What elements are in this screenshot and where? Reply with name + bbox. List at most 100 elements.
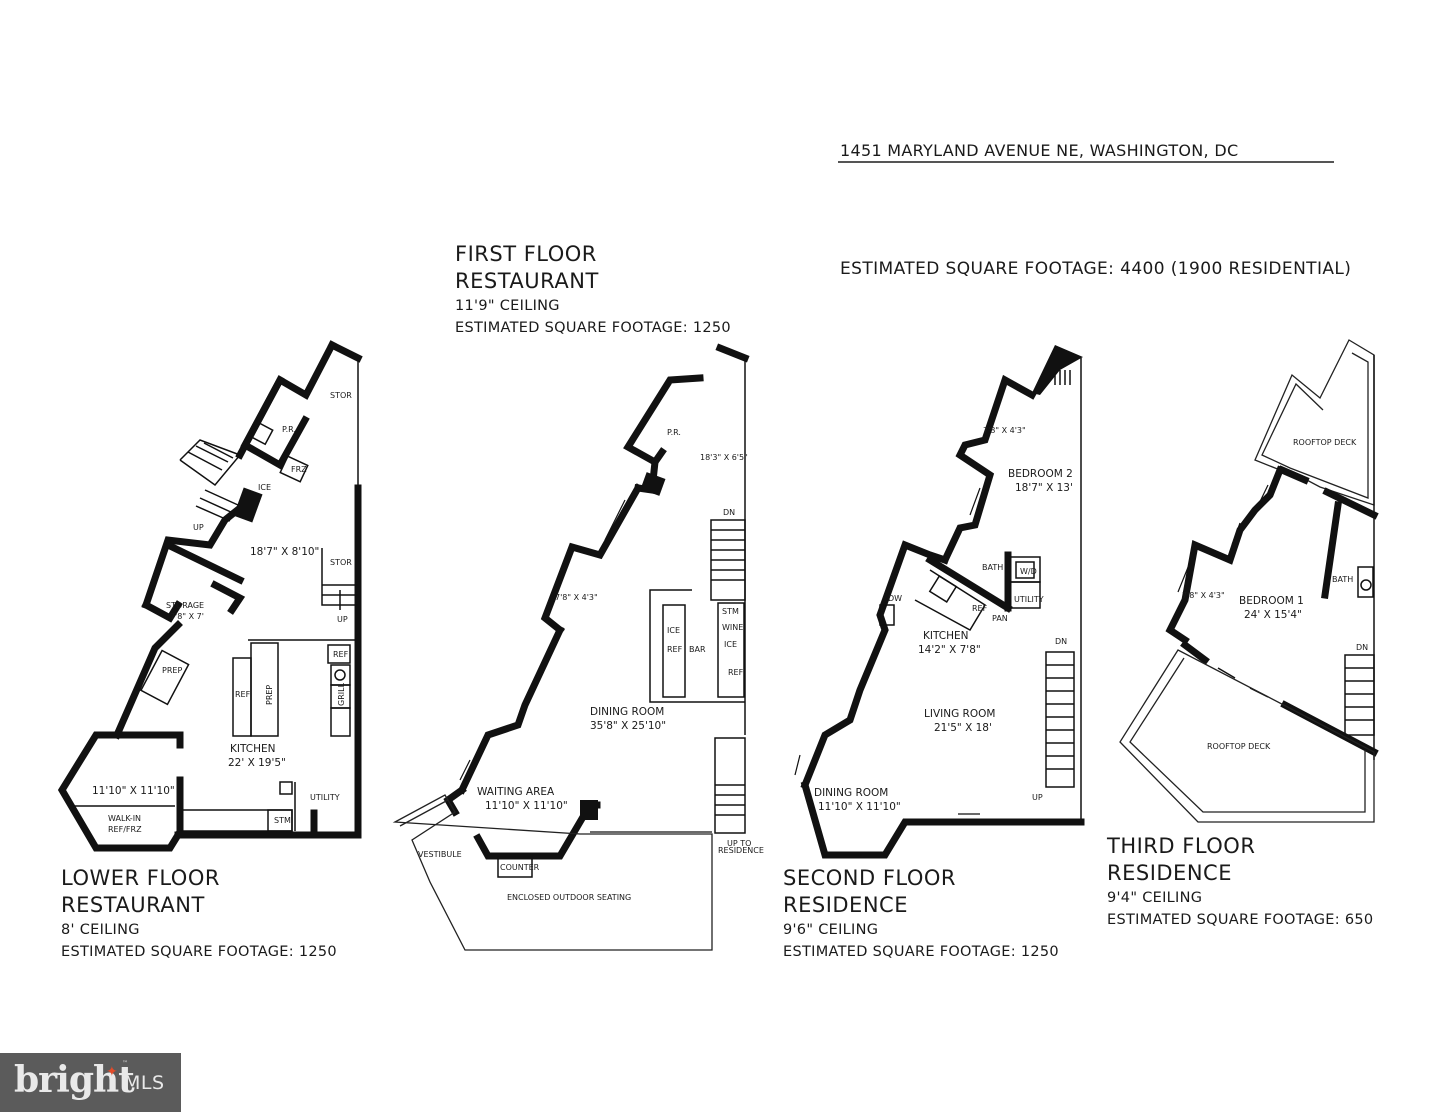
bright-mls-logo: [0, 1053, 181, 1112]
wall: [715, 343, 750, 363]
room-dimension: 7'8" X 4'3": [1182, 591, 1225, 600]
room-label: ICE: [667, 626, 680, 635]
room-label: STOR: [330, 558, 352, 567]
window: [604, 499, 626, 541]
room-dimension: 7'8" X 4'3": [555, 593, 598, 602]
storage-stair: [321, 548, 358, 606]
closet-icon: [1054, 370, 1071, 385]
wall: [163, 540, 245, 585]
stm-unit: [267, 809, 293, 832]
room-dimension: 7'8" X 4'3": [983, 426, 1026, 435]
room-label: UP: [193, 523, 204, 532]
room-label: STM: [722, 607, 739, 616]
room-label: BAR: [689, 645, 706, 654]
room-label: W/D: [1020, 567, 1037, 576]
stair-treads: [1046, 664, 1074, 770]
window: [1177, 554, 1194, 593]
third-floor-caption: THIRD FLOOR RESIDENCE 9'4" CEILING ESTIM…: [1107, 833, 1373, 931]
room-label: DINING ROOM: [814, 787, 888, 799]
room-label: PAN: [992, 614, 1008, 623]
cooktop: [928, 575, 958, 603]
floor-subtitle: RESIDENCE: [783, 893, 908, 917]
window: [859, 669, 871, 691]
room-label: P.R.: [282, 425, 296, 434]
enclosure-inner: [399, 799, 449, 827]
wall: [210, 580, 246, 615]
room-dimension: 22' X 19'5": [228, 757, 286, 769]
room-dimension: 35'8" X 25'10": [590, 720, 666, 732]
prep-table: [139, 649, 190, 706]
window: [1231, 522, 1241, 546]
room-label: UTILITY: [310, 793, 340, 802]
room-label: PREP: [162, 666, 182, 675]
lower-floor-caption: LOWER FLOOR RESTAURANT 8' CEILING ESTIMA…: [61, 865, 337, 963]
sink-icon: [248, 420, 274, 446]
first-floor-plan: P.R. 18'3" X 6'5" DN 7'8" X 4'3" ICE REF…: [392, 343, 764, 951]
star-icon: ✦: [106, 1064, 118, 1080]
total-square-footage: ESTIMATED SQUARE FOOTAGE: 4400 (1900 RES…: [840, 259, 1352, 279]
room-label: REF: [333, 650, 349, 659]
wall: [580, 800, 598, 820]
room-label: ICE: [258, 483, 271, 492]
room-label: WALK-IN: [108, 814, 141, 823]
floor-title: LOWER FLOOR: [61, 866, 220, 890]
room-label: BATH: [982, 563, 1003, 572]
floor-title: SECOND FLOOR: [783, 866, 957, 890]
floor-sqft: ESTIMATED SQUARE FOOTAGE: 650: [1107, 912, 1374, 928]
wall: [233, 487, 263, 523]
room-label: DN: [723, 508, 735, 517]
fryer: [330, 664, 351, 686]
utility-closet: [1009, 581, 1041, 609]
facade-wall: [940, 374, 1037, 565]
room-label: ROOFTOP DECK: [1293, 438, 1357, 447]
bar-outline: [649, 589, 745, 703]
room-label: COUNTER: [500, 863, 540, 872]
room-label: FRZ: [291, 465, 307, 474]
room-dimension: 11'10" X 11'10": [818, 801, 901, 813]
facade-wall: [1165, 465, 1285, 645]
room-dimension: 21'5" X 18': [934, 722, 992, 734]
room-label: WINE: [722, 623, 743, 632]
wall: [327, 340, 363, 363]
vanity: [1357, 566, 1374, 598]
floor-subtitle: RESIDENCE: [1107, 861, 1232, 885]
exterior-stairs: [179, 439, 242, 487]
room-dimension: 18'3" X 6'5": [700, 453, 748, 462]
rooftop-deck-inner: [1261, 352, 1369, 499]
floor-subtitle: RESTAURANT: [61, 893, 205, 917]
bay-wall: [57, 731, 184, 852]
room-label: KITCHEN: [230, 743, 276, 755]
address-underline: [838, 161, 1334, 163]
wall: [141, 495, 255, 610]
room-label: ROOFTOP DECK: [1207, 742, 1271, 751]
floor-ceiling: 9'4" CEILING: [1107, 890, 1203, 906]
window: [882, 551, 903, 613]
rooftop-deck-lower: [1119, 649, 1375, 823]
wall: [443, 785, 467, 817]
powder-room-wall: [240, 375, 310, 470]
burner-icon: [334, 669, 346, 681]
room-dimension: 24' X 15'4": [1244, 609, 1302, 621]
room-dimension: 18'7" X 8'10": [250, 546, 319, 558]
room-label: ENCLOSED OUTDOOR SEATING: [507, 893, 631, 902]
sink-icon: [1360, 579, 1372, 591]
second-floor-plan: 7'8" X 4'3" BEDROOM 2 18'7" X 13' BATH W…: [794, 345, 1085, 859]
room-label: STORAGE: [166, 601, 204, 610]
facade-wall: [800, 540, 950, 790]
room-dimension: 14'2" X 7'8": [918, 644, 981, 656]
window: [1254, 484, 1269, 513]
room-label: KITCHEN: [923, 630, 969, 642]
wall: [1277, 465, 1310, 485]
bar-counter-right: [717, 602, 745, 698]
second-floor-caption: SECOND FLOOR RESIDENCE 9'6" CEILING ESTI…: [783, 865, 1059, 963]
kitchen-counter: [914, 569, 987, 632]
facade-wall: [457, 625, 565, 795]
wall: [640, 472, 666, 496]
facade-wall: [540, 483, 643, 635]
lower-floor-plan: STOR P.R. FRZ ICE UP 18'7" X 8'10" STOR …: [57, 340, 363, 852]
room-label: UTILITY: [1014, 595, 1044, 604]
stairs: [1344, 654, 1375, 736]
third-floor-plan: ROOFTOP DECK 7'8" X 4'3" BEDROOM 1 24' X…: [1119, 339, 1379, 823]
floor-title: THIRD FLOOR: [1107, 834, 1256, 858]
